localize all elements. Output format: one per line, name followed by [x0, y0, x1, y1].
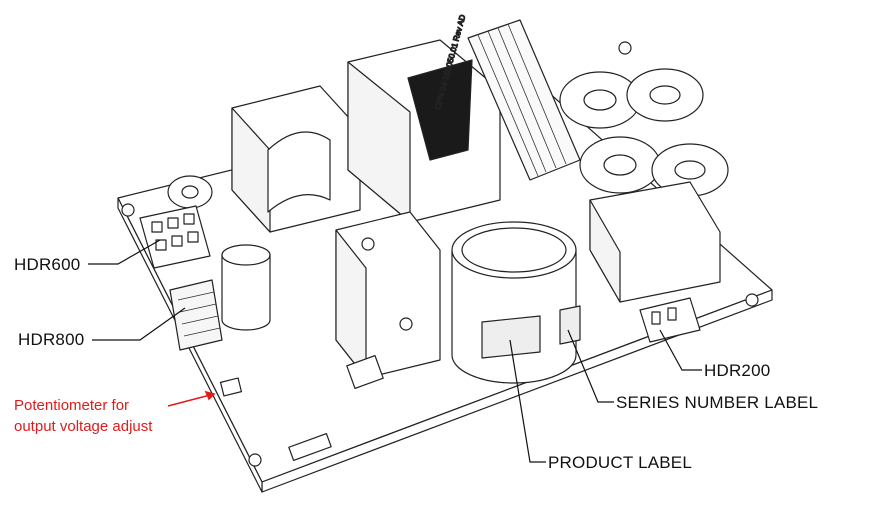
label-hdr600: HDR600	[14, 255, 81, 274]
potentiometer	[219, 377, 243, 397]
label-series-number: SERIES NUMBER LABEL	[616, 393, 819, 412]
leader-hdr600	[88, 239, 161, 265]
leader-product	[509, 339, 546, 463]
product-label-sticker	[481, 315, 541, 359]
hdr800-header	[169, 279, 223, 351]
label-potentiometer-line2: output voltage adjust	[14, 418, 153, 435]
mounting-hole	[248, 453, 262, 467]
mounting-hole	[618, 41, 632, 55]
leader-hdr200	[659, 329, 702, 371]
label-product: PRODUCT LABEL	[548, 453, 692, 472]
leader-series	[567, 329, 614, 403]
label-potentiometer-line1: Potentiometer for	[14, 397, 130, 414]
leader-hdr800	[92, 307, 186, 341]
leader-potentiometer	[167, 393, 215, 407]
transformer-label	[407, 59, 473, 161]
series-label-sticker	[559, 305, 581, 345]
mounting-hole	[745, 293, 759, 307]
label-hdr200: HDR200	[704, 361, 771, 380]
label-hdr800: HDR800	[18, 330, 85, 349]
electrolytic-capacitor	[221, 254, 271, 331]
mounting-hole	[121, 203, 135, 217]
